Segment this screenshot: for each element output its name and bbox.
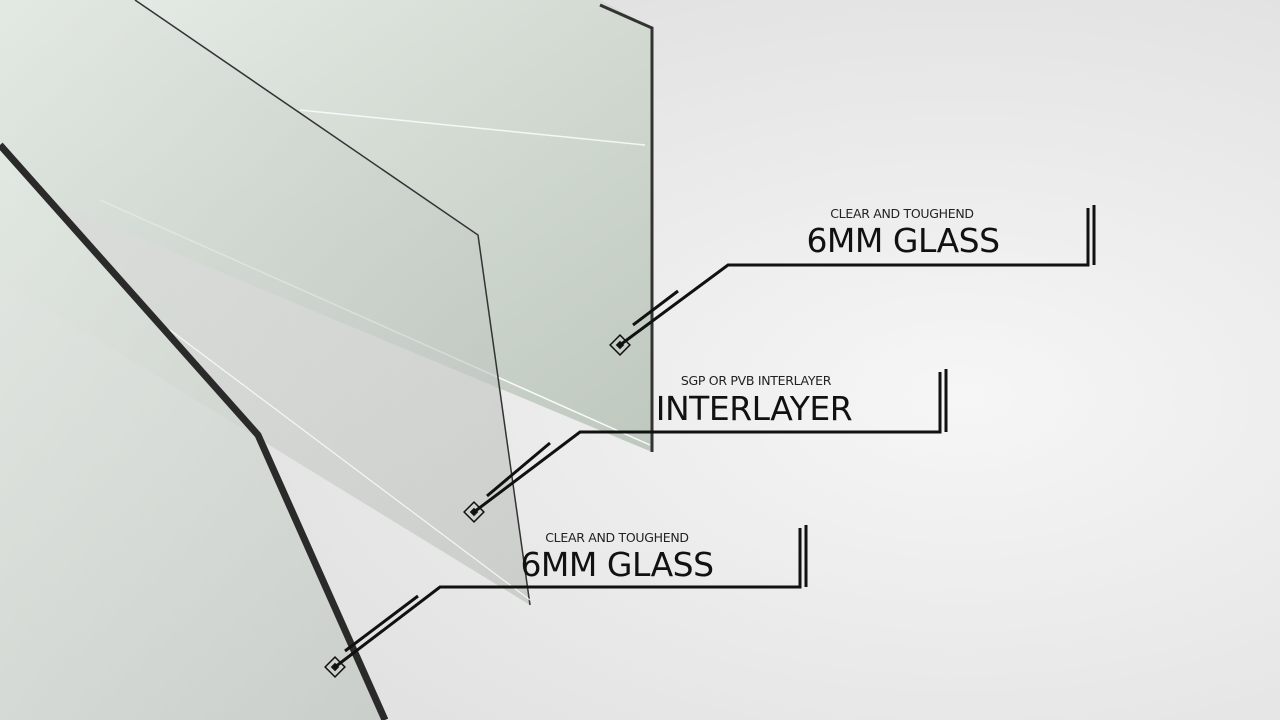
callout-3-subtitle: CLEAR AND TOUGHEND <box>545 530 688 545</box>
callout-1-subtitle: CLEAR AND TOUGHEND <box>830 206 973 221</box>
front-glass-pane <box>0 150 385 720</box>
interlayer-pane <box>0 0 530 605</box>
callout-interlayer <box>463 369 948 523</box>
callout-bottom-glass <box>324 525 808 678</box>
callout-3-title: 6MM GLASS <box>520 545 713 584</box>
callout-top-glass <box>609 205 1096 356</box>
callout-2-subtitle: SGP OR PVB INTERLAYER <box>681 373 832 388</box>
front-pane-edge <box>0 142 389 720</box>
front-pane-inner-line <box>169 329 531 601</box>
back-pane-reflection <box>299 109 646 146</box>
callout-1-title: 6MM GLASS <box>806 221 999 260</box>
callout-2-title: INTERLAYER <box>656 389 852 428</box>
